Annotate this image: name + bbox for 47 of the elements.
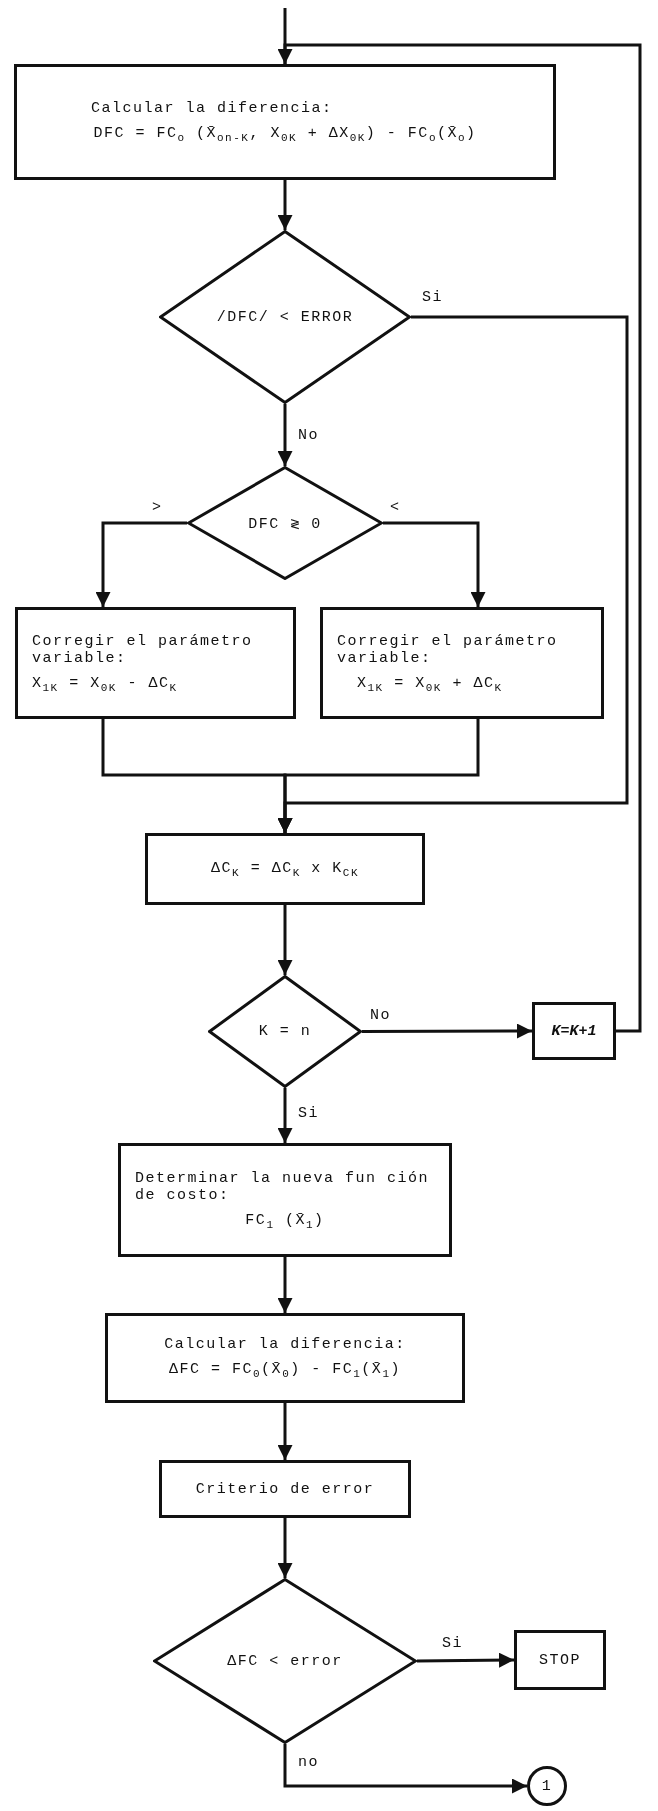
arrow: [277, 1403, 293, 1460]
arrow: [277, 43, 642, 1033]
decision-diamond: [153, 1578, 417, 1744]
process-box: [15, 607, 296, 719]
step-text: K=K+1: [550, 1022, 598, 1040]
step-text: STOP: [538, 1651, 582, 1669]
arrow: [277, 404, 293, 466]
formula-text: DFC = FC$_{o}$ (X̄$_{on-K}$, X$_{0K}$ + ΔX$_{0K}$) - FC$_{o}$(X̄$_{o}$): [92, 125, 478, 144]
step-text: Determinar la nueva fun ción de costo:: [135, 1169, 431, 1204]
step-text: K = n: [257, 1023, 313, 1040]
arrow: [383, 521, 486, 607]
formula-text: ΔFC = FC$_{0}$(X̄$_{0}$) - FC$_{1}$(X̄$_{1}$): [168, 1361, 402, 1380]
arrow: [283, 1744, 527, 1794]
process-box: [320, 607, 604, 719]
arrow: [95, 521, 187, 607]
step-text: 1: [541, 1777, 553, 1795]
arrow: [417, 1652, 514, 1668]
decision-diamond: [159, 230, 411, 404]
process-box: [14, 64, 556, 180]
step-text: /DFC/ < ERROR: [215, 308, 355, 326]
arrow: [277, 1518, 293, 1578]
process-box: [532, 1002, 616, 1060]
step-text: ΔFC < error: [226, 1652, 344, 1670]
process-box: [118, 1143, 452, 1257]
arrow: [277, 905, 293, 975]
formula-text: FC$_{1}$ (X̄$_{1}$): [244, 1211, 326, 1231]
step-text: Calcular la diferencia:: [163, 1336, 407, 1353]
process-box: [514, 1630, 606, 1690]
step-text: ΔC$_{K}$ = ΔC$_{K}$ x K$_{CK}$: [210, 859, 360, 879]
decision-diamond: [187, 466, 383, 580]
step-text: DFC ≷ 0: [247, 514, 323, 533]
decision-diamond: [208, 975, 362, 1088]
connector-circle: [527, 1766, 567, 1806]
arrow: [277, 719, 480, 833]
arrow: [277, 1088, 293, 1143]
step-text: Criterio de error: [194, 1480, 376, 1498]
formula-text: X$_{1K}$ = X$_{0K}$ - ΔC$_{K}$: [32, 674, 179, 694]
formula-text: X$_{1K}$ = X$_{0K}$ + ΔC$_{K}$: [356, 674, 504, 694]
arrow: [277, 180, 293, 230]
process-box: [145, 833, 425, 905]
process-box: [159, 1460, 411, 1518]
step-text: Corregir el parámetro variable:: [32, 632, 254, 667]
process-box: [105, 1313, 465, 1403]
arrow: [362, 1023, 532, 1039]
step-text: Calcular la diferencia:: [90, 100, 334, 117]
step-text: Corregir el parámetro variable:: [337, 632, 559, 667]
arrow: [277, 1257, 293, 1313]
